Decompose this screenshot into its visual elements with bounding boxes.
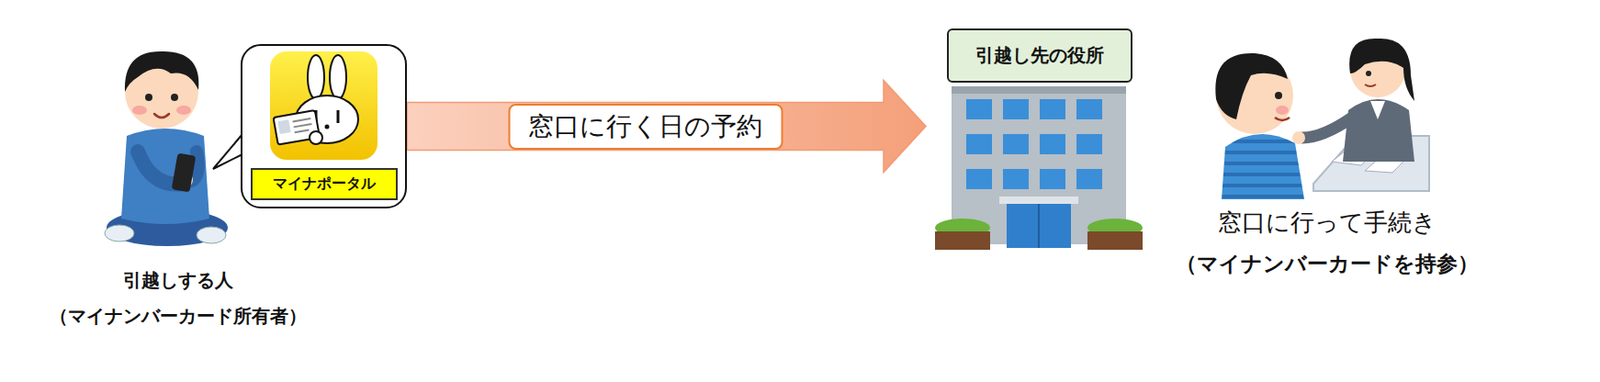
speech-bubble-node: マイナポータル xyxy=(240,44,407,209)
city-office-building xyxy=(935,86,1143,250)
counter-scene xyxy=(1215,38,1430,200)
office-node: 引越し先の役所 xyxy=(936,28,1143,250)
speech-bubble xyxy=(213,44,407,209)
block-arrow xyxy=(406,80,926,173)
person-caption: 引越しする人 xyxy=(123,268,234,293)
office-label: 引越し先の役所 xyxy=(946,28,1133,83)
app-icon xyxy=(270,51,378,160)
app-name-label: マイナポータル xyxy=(250,168,398,201)
procedure-subcaption: （マイナンバーカードを持参） xyxy=(1175,249,1479,279)
counter-node: 窓口に行って手続き （マイナンバーカードを持参） xyxy=(1166,35,1488,279)
person-figure xyxy=(104,51,228,247)
procedure-caption: 窓口に行って手続き xyxy=(1217,206,1437,239)
person-subcaption: （マイナンバーカード所有者） xyxy=(49,304,307,329)
edge-label: 窓口に行く日の予約 xyxy=(507,103,783,150)
